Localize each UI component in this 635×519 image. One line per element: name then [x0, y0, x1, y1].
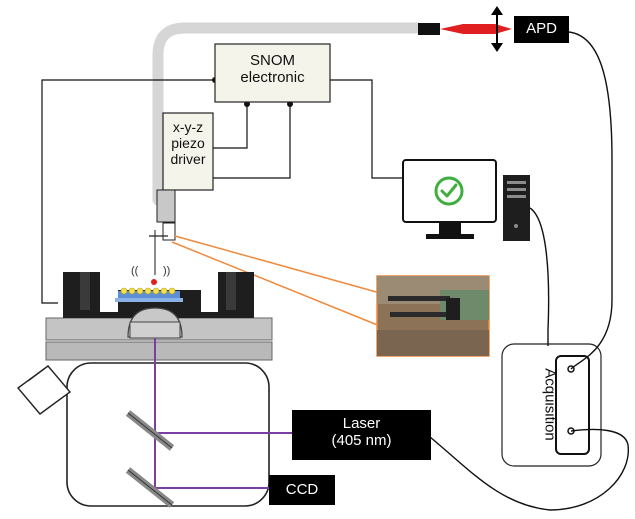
piezo-label: x-y-z piezo driver — [163, 119, 213, 167]
probe-photo-inset — [376, 275, 490, 357]
snom-label: SNOM electronic — [215, 52, 330, 87]
vibration-left-icon: (( — [131, 265, 139, 277]
probe-line-top — [174, 235, 381, 294]
objective-lens-icon — [127, 307, 183, 339]
vibration-right-icon: )) — [163, 265, 170, 277]
wire-snom-left — [41, 79, 215, 304]
snom-label-line2: electronic — [240, 69, 305, 87]
laser-box — [292, 410, 431, 460]
cable-laser-acquisition — [429, 428, 629, 511]
probe-red-dot — [151, 279, 157, 285]
cable-apd-acquisition — [568, 31, 613, 370]
wire-snom-pc — [330, 79, 403, 179]
laser-label-line2: (405 nm) — [331, 432, 392, 450]
mirror-top-edge — [127, 412, 173, 449]
probe-line-bottom — [171, 241, 381, 327]
probe-mount — [162, 222, 176, 241]
wire-snom-piezo-2 — [213, 103, 291, 179]
laser-label-line1: Laser — [342, 415, 381, 432]
mirror-bottom-edge — [127, 469, 173, 506]
piezo-driver-box — [162, 112, 214, 191]
ccd-box — [269, 475, 335, 505]
double-arrow-icon — [491, 6, 503, 52]
sample-dots — [120, 287, 176, 295]
microscope-body — [66, 362, 270, 507]
apd-label: APD — [526, 20, 557, 37]
fiber-red-section — [440, 24, 512, 34]
microscope-eyepiece — [16, 365, 72, 415]
laser-label: Laser (405 nm) — [292, 415, 431, 450]
piezo-label-line2: piezo — [171, 135, 205, 152]
acquisition-label: Acquisition — [541, 368, 559, 441]
snom-label-line1: SNOM — [250, 52, 295, 69]
probe-head — [156, 189, 176, 223]
piezo-label-line3: driver — [170, 151, 206, 168]
piezo-label-line1: x-y-z — [172, 119, 204, 135]
fiber-connector — [418, 23, 440, 35]
snom-electronic-box — [214, 43, 331, 103]
computer-tower-icon — [503, 175, 530, 241]
apd-box — [514, 16, 569, 43]
monitor-check-icon — [402, 159, 497, 239]
cable-pc-acquisition — [529, 207, 550, 346]
wire-snom-piezo-1 — [213, 103, 248, 149]
optical-fiber — [152, 22, 424, 206]
microscope-eyepiece-ring — [27, 368, 45, 382]
ccd-label: CCD — [285, 481, 319, 498]
